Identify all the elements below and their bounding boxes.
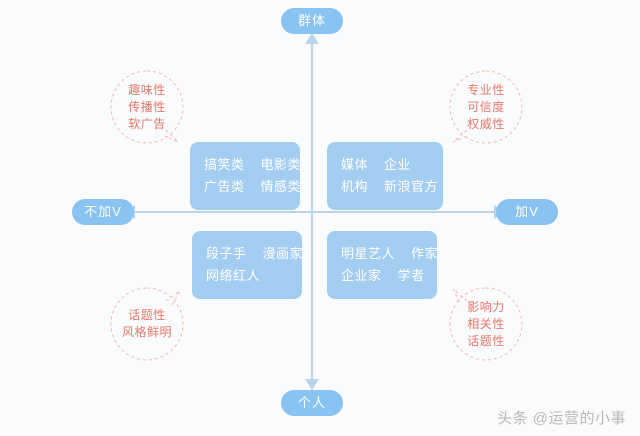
- watermark: 头条 @运营的小事: [497, 410, 626, 427]
- quadrant-item: 新浪官方: [384, 179, 439, 194]
- callout-line: 软广告: [128, 116, 166, 131]
- quadrant-row: 搞笑类电影类: [204, 154, 301, 176]
- speech-bubble-icon: [110, 70, 184, 144]
- quadrant-item: 漫画家: [262, 246, 304, 261]
- quadrant-row: 明星艺人作家: [341, 243, 438, 265]
- axis-label-right: 加V: [496, 199, 558, 225]
- quadrant-item: 情感类: [260, 179, 302, 194]
- quadrant-row: 网络红人: [206, 265, 288, 287]
- callout-line: 风格鲜明: [121, 325, 172, 339]
- quadrant-item: 机构: [341, 179, 369, 194]
- callout-bottom-right-text: 影响力相关性话题性: [447, 285, 525, 363]
- callout-top-left-text: 趣味性传播性软广告: [108, 68, 186, 146]
- callout-line: 权威性: [467, 116, 505, 131]
- callout-line: 可信度: [467, 99, 505, 114]
- quadrant-item: 电影类: [260, 157, 302, 172]
- callout-line: 影响力: [467, 299, 505, 314]
- axis-label-top: 群体: [281, 8, 343, 34]
- quadrant-item: 网络红人: [206, 268, 261, 283]
- callout-top-left: 趣味性传播性软广告: [108, 68, 186, 146]
- quadrant-row: 广告类情感类: [204, 176, 301, 198]
- quadrant-row: 机构新浪官方: [341, 176, 438, 198]
- axis-label-left: 不加V: [72, 199, 134, 225]
- axis-label-bottom: 个人: [281, 390, 343, 416]
- callout-bottom-right: 影响力相关性话题性: [447, 285, 525, 363]
- quadrant-item: 媒体: [341, 157, 369, 172]
- callout-line: 话题性: [467, 333, 505, 348]
- quadrant-box-bottom-left: 段子手漫画家网络红人: [192, 231, 303, 299]
- quadrant-box-bottom-right: 明星艺人作家企业家学者: [327, 231, 438, 299]
- callout-bottom-left: 话题性风格鲜明: [108, 285, 186, 363]
- quadrant-item: 企业家: [341, 268, 382, 283]
- callout-top-right-text: 专业性可信度权威性: [447, 68, 525, 146]
- quadrant-box-top-right: 媒体企业机构新浪官方: [327, 142, 443, 210]
- axis-arrow-up-icon: [305, 33, 319, 44]
- quadrant-row: 媒体企业: [341, 154, 429, 176]
- callout-line: 趣味性: [128, 82, 166, 97]
- callout-bottom-left-text: 话题性风格鲜明: [108, 285, 186, 363]
- quadrant-item: 企业: [384, 157, 412, 172]
- speech-bubble-icon: [449, 287, 523, 361]
- quadrant-row: 企业家学者: [341, 265, 425, 287]
- horizontal-axis-line: [130, 211, 500, 213]
- speech-bubble-icon: [449, 70, 523, 144]
- quadrant-item: 搞笑类: [204, 157, 245, 172]
- callout-top-right: 专业性可信度权威性: [447, 68, 525, 146]
- quadrant-item: 段子手: [206, 246, 247, 261]
- quadrant-box-top-left: 搞笑类电影类广告类情感类: [190, 142, 301, 210]
- callout-line: 相关性: [467, 316, 505, 331]
- callout-line: 话题性: [128, 308, 166, 322]
- quadrant-row: 段子手漫画家: [206, 243, 303, 265]
- vertical-axis-line: [311, 40, 313, 390]
- speech-bubble-icon: [110, 287, 184, 361]
- quadrant-item: 广告类: [204, 179, 245, 194]
- quadrant-item: 明星艺人: [341, 246, 396, 261]
- quadrant-item: 学者: [397, 268, 425, 283]
- callout-line: 专业性: [467, 82, 505, 97]
- quadrant-item: 作家: [411, 246, 439, 261]
- axis-arrow-down-icon: [305, 379, 319, 390]
- callout-line: 传播性: [128, 99, 166, 114]
